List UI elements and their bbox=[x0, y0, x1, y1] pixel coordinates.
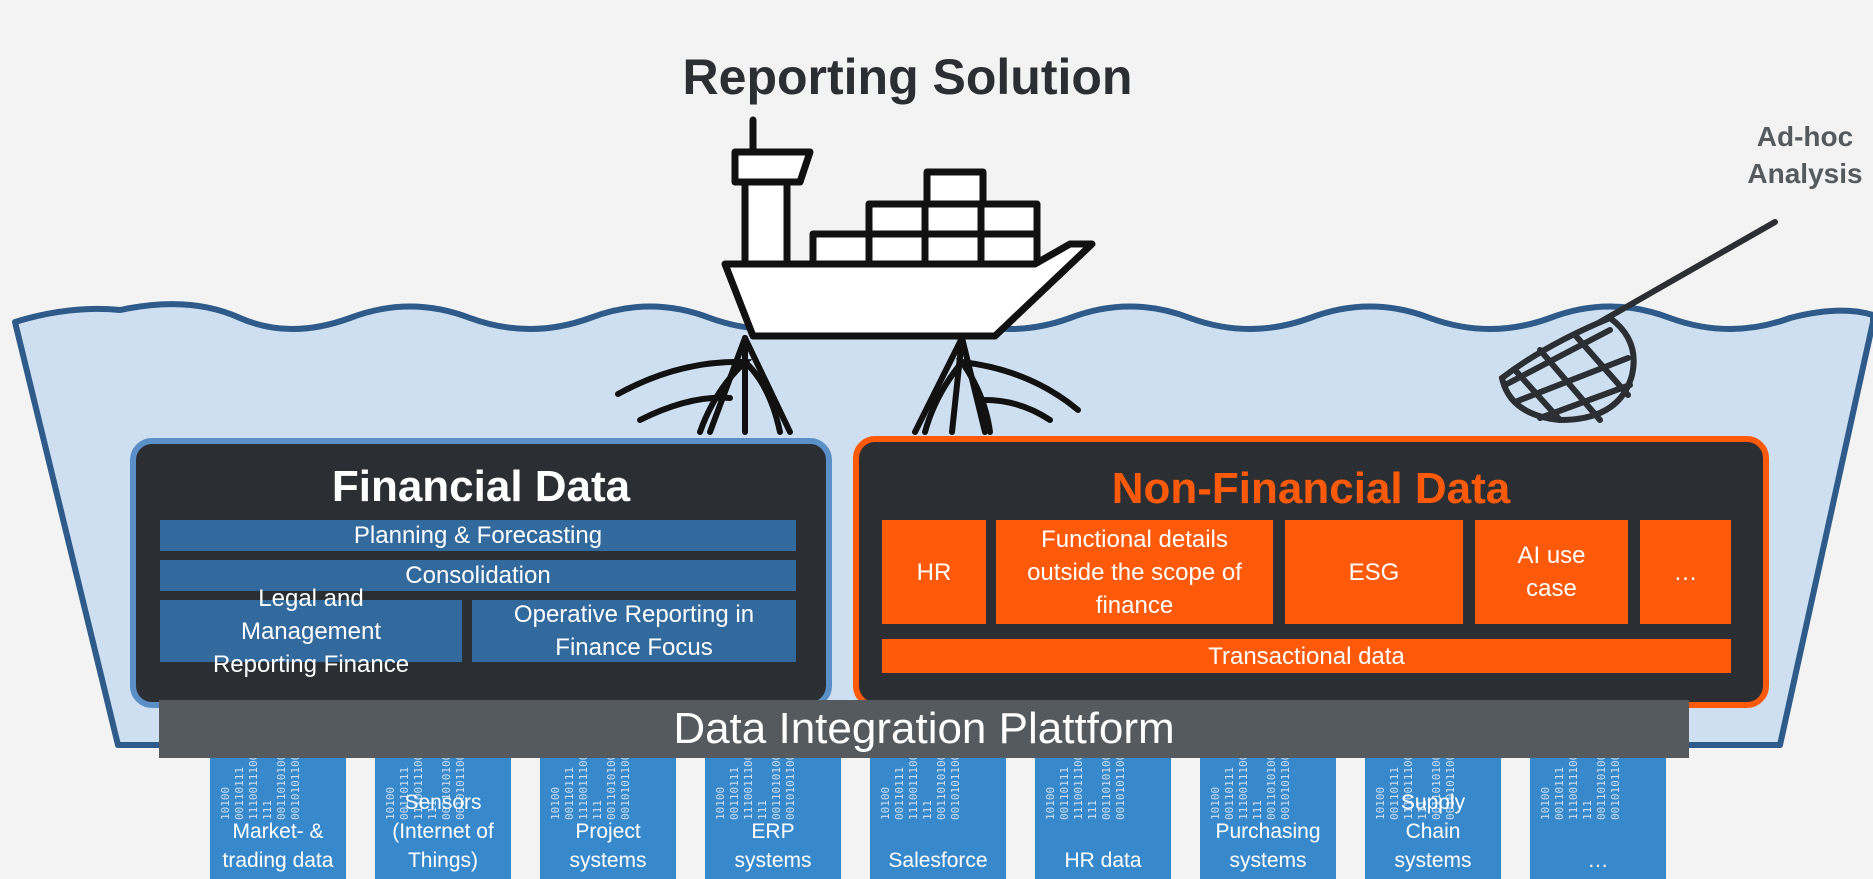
more-nonfinancial-box: … bbox=[1640, 520, 1731, 624]
binary-line: 10100 bbox=[714, 786, 727, 820]
data-integration-platform-bar: Data Integration Plattform bbox=[159, 700, 1689, 758]
binary-line: 111 bbox=[756, 800, 769, 820]
binary-line: 0011010100 bbox=[1265, 758, 1278, 820]
operative-reporting-box: Operative Reporting in Finance Focus bbox=[472, 600, 796, 662]
financial-data-panel: Financial Data Planning & Forecasting Co… bbox=[130, 438, 832, 708]
nonfinancial-data-title: Non-Financial Data bbox=[1111, 464, 1511, 513]
binary-line: 10100 bbox=[879, 786, 892, 820]
binary-line: 10100 bbox=[219, 786, 232, 820]
nonfinancial-data-panel: Non-Financial Data HR Functional details… bbox=[853, 436, 1769, 708]
binary-line: 00101011001 bbox=[1609, 758, 1622, 820]
ai-use-case-box: AI use case bbox=[1475, 520, 1628, 624]
binary-line: 111 bbox=[591, 800, 604, 820]
source-label: … bbox=[1587, 849, 1609, 872]
consolidation-bar: Consolidation bbox=[160, 560, 796, 591]
cargo-ship-icon bbox=[721, 116, 1096, 340]
source-label: ERP systems bbox=[734, 820, 812, 872]
binary-line: 1110011100 bbox=[907, 758, 920, 820]
source-label: Purchasing systems bbox=[1215, 820, 1321, 872]
binary-line: 1110011100 bbox=[1567, 758, 1580, 820]
transactional-data-bar: Transactional data bbox=[882, 639, 1731, 673]
binary-line: 10100 bbox=[549, 786, 562, 820]
binary-line: 111 bbox=[1086, 800, 1099, 820]
binary-line: 0011010100 bbox=[770, 758, 783, 820]
binary-line: 1110011100 bbox=[577, 758, 590, 820]
binary-line: 0011010100 bbox=[275, 758, 288, 820]
binary-line: 0011010100 bbox=[605, 758, 618, 820]
binary-line: 0011010100 bbox=[1595, 758, 1608, 820]
binary-line: 00101011001 bbox=[619, 758, 632, 820]
adhoc-analysis-label: Ad-hoc Analysis bbox=[1747, 121, 1863, 189]
esg-box: ESG bbox=[1285, 520, 1463, 624]
hr-box: HR bbox=[882, 520, 986, 624]
binary-line: 00101011001 bbox=[1279, 758, 1292, 820]
binary-line: 10100 bbox=[1044, 786, 1057, 820]
binary-line: 00110111 bbox=[1553, 767, 1566, 820]
financial-data-title: Financial Data bbox=[331, 462, 631, 511]
binary-line: 00110111 bbox=[728, 767, 741, 820]
binary-line: 111 bbox=[921, 800, 934, 820]
landing-net-icon bbox=[1498, 219, 1778, 424]
binary-line: 1110011100 bbox=[1072, 758, 1085, 820]
legal-management-reporting-box: Legal and Management Reporting Finance bbox=[160, 585, 462, 678]
planning-forecasting-bar: Planning & Forecasting bbox=[160, 520, 796, 551]
source-label: Project systems bbox=[569, 820, 647, 872]
fishing-net-icon bbox=[615, 335, 1081, 435]
page-title: Reporting Solution bbox=[682, 49, 1133, 105]
binary-line: 00101011001 bbox=[1114, 758, 1127, 820]
binary-line: 00110111 bbox=[893, 767, 906, 820]
functional-details-box: Functional details outside the scope of … bbox=[996, 520, 1273, 624]
binary-line: 00101011001 bbox=[289, 758, 302, 820]
binary-line: 00110111 bbox=[233, 767, 246, 820]
binary-line: 00110111 bbox=[563, 767, 576, 820]
source-label: Salesforce bbox=[888, 849, 988, 872]
binary-line: 111 bbox=[1581, 800, 1594, 820]
source-label: Sensors (Internet of Things) bbox=[392, 791, 494, 872]
binary-line: 00110111 bbox=[1223, 767, 1236, 820]
source-label: HR data bbox=[1064, 849, 1142, 872]
binary-line: 0011010100 bbox=[1100, 758, 1113, 820]
binary-line: 1110011100 bbox=[742, 758, 755, 820]
binary-line: 1110011100 bbox=[1237, 758, 1250, 820]
binary-line: 00101011001 bbox=[784, 758, 797, 820]
binary-line: 0011010100 bbox=[935, 758, 948, 820]
source-label: Supply Chain systems bbox=[1394, 791, 1472, 872]
binary-line: 10100 bbox=[1539, 786, 1552, 820]
binary-line: 111 bbox=[261, 800, 274, 820]
source-label: Market- & trading data bbox=[222, 820, 334, 872]
binary-line: 10100 bbox=[1209, 786, 1222, 820]
binary-line: 00110111 bbox=[1058, 767, 1071, 820]
binary-line: 1110011100 bbox=[247, 758, 260, 820]
binary-line: 111 bbox=[1251, 800, 1264, 820]
binary-line: 00101011001 bbox=[949, 758, 962, 820]
